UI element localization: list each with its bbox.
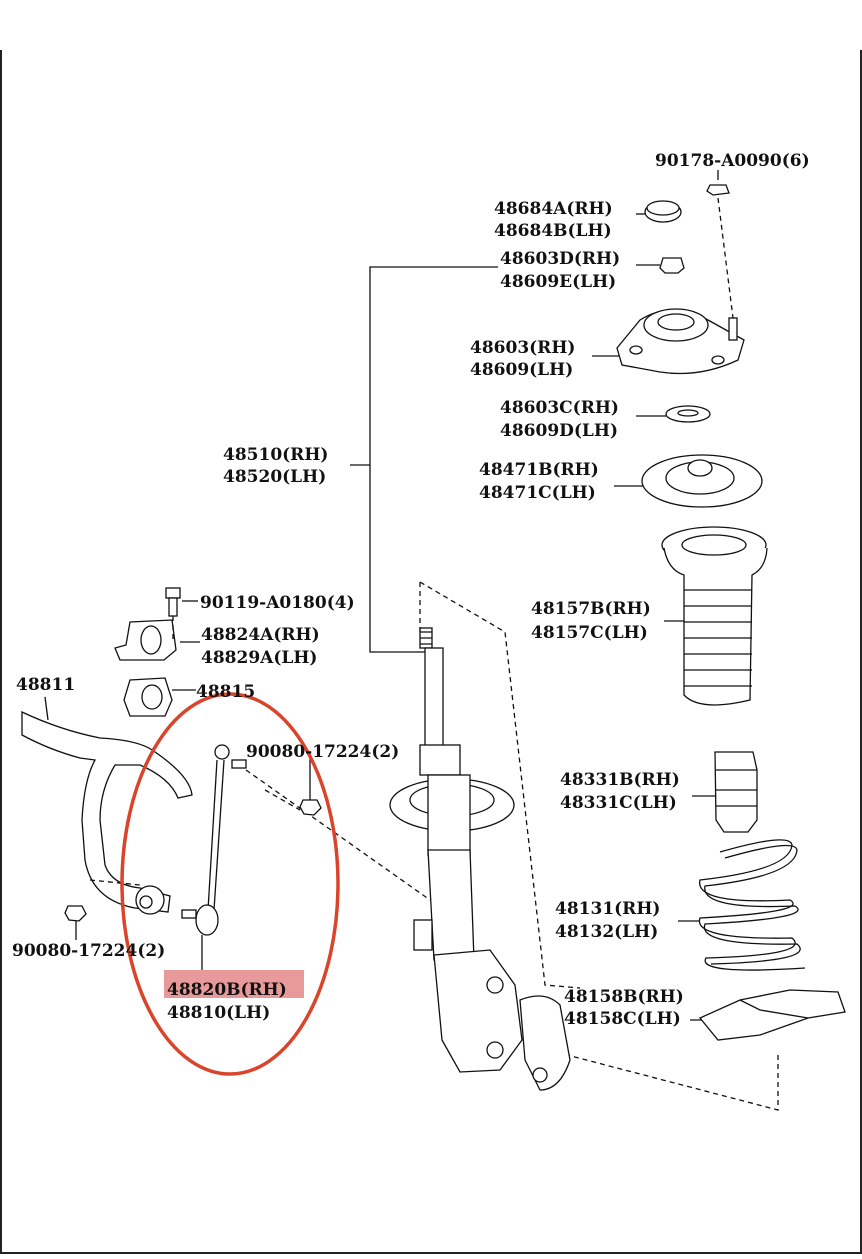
label-48603c: 48603C(RH) <box>500 398 619 418</box>
upper-support-48603 <box>592 308 745 375</box>
label-48810: 48810(LH) <box>167 1003 270 1023</box>
stabilizer-bar-48811 <box>21 696 193 913</box>
label-48158b: 48158B(RH) <box>564 987 684 1007</box>
label-48132: 48132(LH) <box>555 922 658 942</box>
label-90080-left: 90080-17224(2) <box>12 941 165 961</box>
label-48829a: 48829A(LH) <box>201 648 317 668</box>
strut-dashed-outline <box>419 581 779 1111</box>
label-48603: 48603(RH) <box>470 338 575 358</box>
spring-seat-48471 <box>614 454 763 508</box>
label-48471b: 48471B(RH) <box>479 460 599 480</box>
label-48609: 48609(LH) <box>470 360 573 380</box>
label-48684a: 48684A(RH) <box>494 199 613 219</box>
label-48824a: 48824A(RH) <box>201 625 320 645</box>
label-48131: 48131(RH) <box>555 899 660 919</box>
label-48815: 48815 <box>196 682 255 702</box>
bolt-90119 <box>165 587 198 640</box>
top-margin <box>0 0 862 50</box>
label-48157b: 48157B(RH) <box>531 599 651 619</box>
strut-bracket-lines <box>350 266 498 653</box>
bracket-48824 <box>114 619 200 661</box>
label-48331c: 48331C(LH) <box>560 793 677 813</box>
nut-90080-top <box>299 758 322 816</box>
bar-end-link-mount <box>89 879 165 915</box>
mount-bolt-90178 <box>706 170 734 319</box>
nut-90080-left <box>64 905 87 940</box>
label-48510: 48510(RH) <box>223 445 328 465</box>
label-90119: 90119-A0180(4) <box>200 593 355 613</box>
highlight-circle <box>120 692 340 1076</box>
label-48331b: 48331B(RH) <box>560 770 680 790</box>
label-48820b: 48820B(RH) <box>167 980 287 1000</box>
dust-cap-48684 <box>636 200 682 223</box>
label-48609e: 48609E(LH) <box>500 272 616 292</box>
stabilizer-link-48820 <box>181 744 431 970</box>
label-48158c: 48158C(LH) <box>564 1009 681 1029</box>
label-48603d: 48603D(RH) <box>500 249 620 269</box>
label-48684b: 48684B(LH) <box>494 221 612 241</box>
label-90080-top: 90080-17224(2) <box>246 742 399 762</box>
bump-stop-48331 <box>692 751 758 833</box>
coil-spring-48131 <box>678 839 806 971</box>
label-48471c: 48471C(LH) <box>479 483 596 503</box>
nut-48603d <box>636 257 685 274</box>
bushing-48815 <box>123 677 196 717</box>
bump-bellows-48157 <box>661 526 768 706</box>
washer-48603c <box>636 405 711 423</box>
label-48157c: 48157C(LH) <box>531 623 648 643</box>
highlight-fill <box>164 970 304 998</box>
label-90178: 90178-A0090(6) <box>655 151 810 171</box>
lower-arm-48158 <box>690 989 846 1041</box>
label-48520: 48520(LH) <box>223 467 326 487</box>
label-48609d: 48609D(LH) <box>500 421 618 441</box>
label-48811: 48811 <box>16 675 75 695</box>
strut-shock-absorber <box>389 627 571 1091</box>
